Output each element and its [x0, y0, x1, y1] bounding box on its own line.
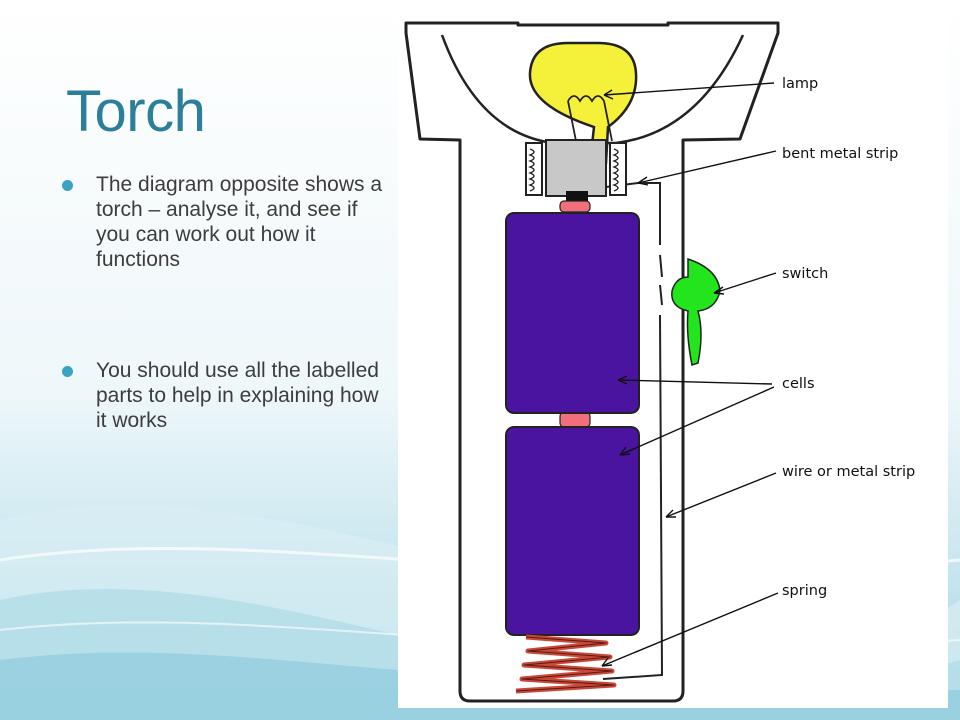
spring-coil-edge — [515, 636, 615, 692]
bulb-glass — [528, 41, 638, 165]
label-switch: switch — [782, 266, 828, 282]
switch-lever — [671, 257, 721, 366]
label-wire-or-metal-strip: wire or metal strip — [782, 464, 915, 480]
cell-upper — [505, 212, 640, 414]
bullet-list: The diagram opposite shows a torch – ana… — [60, 172, 390, 433]
bullet-item: You should use all the labelled parts to… — [60, 358, 390, 433]
bullet-dot-icon — [62, 366, 73, 377]
torch-diagram: lamp bent metal strip switch cells wire … — [404, 21, 915, 703]
bullet-item: The diagram opposite shows a torch – ana… — [60, 172, 390, 272]
torch-diagram-panel: lamp bent metal strip switch cells wire … — [398, 15, 948, 708]
label-spring: spring — [782, 583, 827, 599]
lamp-base — [545, 139, 607, 197]
cell-contact-middle — [559, 411, 591, 428]
bullet-text: You should use all the labelled parts to… — [96, 359, 379, 432]
torch-case-outline — [404, 21, 780, 703]
label-leader-lines — [601, 82, 779, 667]
lamp-contact — [566, 191, 588, 201]
cell-lower — [505, 426, 640, 636]
cell-contact-top — [559, 200, 591, 213]
label-bent-metal-strip: bent metal strip — [782, 146, 898, 162]
lamp-bulb — [528, 41, 638, 165]
lamp-holder-thread — [528, 148, 619, 192]
wire-strip-lower — [602, 314, 664, 680]
switch-contacts — [659, 254, 663, 306]
label-lamp: lamp — [782, 76, 818, 92]
label-cells: cells — [782, 376, 815, 392]
bullet-dot-icon — [62, 180, 73, 191]
bullet-text: The diagram opposite shows a torch – ana… — [96, 173, 382, 271]
slide-title: Torch — [66, 79, 206, 144]
bulb-filament — [567, 95, 613, 142]
